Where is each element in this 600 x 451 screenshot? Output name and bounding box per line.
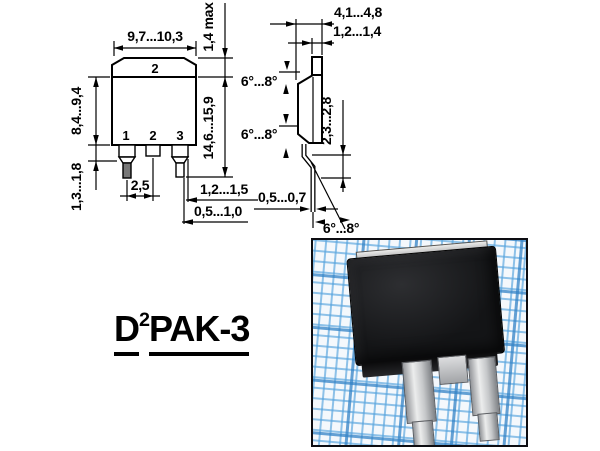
component-lead-left <box>401 359 437 425</box>
dim-shoulder-text: 1,3...1,8 <box>68 163 84 211</box>
dim-lead-tip-text: 0,5...1,0 <box>194 203 242 219</box>
component-lead-right <box>467 356 501 417</box>
front-leads <box>117 144 190 179</box>
front-tab-label: 2 <box>151 61 158 76</box>
dim-total-height: 1,4 max 14,6...15,9 <box>186 2 233 178</box>
component-lead-middle <box>437 354 469 386</box>
front-pin3-label: 3 <box>176 128 183 143</box>
dim-angle-bottom: 6°...8° <box>315 217 359 236</box>
front-pin1-label: 1 <box>122 128 129 143</box>
dim-angle-bottom-text: 6°...8° <box>323 220 359 236</box>
dim-lead-width-text: 1,2...1,5 <box>200 181 248 197</box>
front-pin2-label: 2 <box>149 128 156 143</box>
dim-angle-top-text: 6°...8° <box>241 73 277 89</box>
dim-angle-mid: 6°...8° <box>241 114 298 158</box>
component-photo <box>311 238 528 447</box>
dim-pitch: 2,5 <box>120 158 160 201</box>
dim-lead-thickness: 0,5...0,7 <box>254 189 338 212</box>
dim-standoff: 2,3...2,8 <box>312 97 351 192</box>
package-name-sup: 2 <box>139 309 150 331</box>
dim-angle-mid-text: 6°...8° <box>241 126 277 142</box>
dim-pitch-text: 2,5 <box>131 177 150 193</box>
dim-body-height: 8,4...9,4 1,3...1,8 <box>68 76 117 211</box>
dim-body-height-text: 8,4...9,4 <box>68 87 84 135</box>
front-view: 2 1 2 3 9,7...10,3 <box>68 2 258 225</box>
component <box>344 240 514 445</box>
dim-standoff-text: 2,3...2,8 <box>318 97 334 145</box>
dim-tab-thickness-text: 1,2...1,4 <box>333 23 381 39</box>
package-name-main: D <box>114 308 140 356</box>
dim-width-text: 9,7...10,3 <box>127 28 183 44</box>
component-lead-right-tip <box>477 412 500 442</box>
front-body-outline <box>111 76 197 146</box>
dim-angle-top: 6°...8° <box>241 61 300 94</box>
side-tab-outline <box>311 56 323 76</box>
dim-tab-height-text: 1,4 max <box>200 2 216 52</box>
dim-total-text: 14,6...15,9 <box>200 96 216 159</box>
package-name: D2PAK-3 <box>114 308 250 356</box>
dim-width: 9,7...10,3 <box>113 28 197 56</box>
package-name-rest: PAK-3 <box>149 308 250 356</box>
dim-depth-text: 4,1...4,8 <box>334 4 382 20</box>
side-view: 4,1...4,8 1,2...1,4 6°...8° <box>241 4 383 236</box>
component-body <box>346 245 506 367</box>
dim-depth: 4,1...4,8 <box>270 4 383 80</box>
dim-lead-thickness-text: 0,5...0,7 <box>258 189 306 205</box>
component-lead-left-tip <box>411 419 435 445</box>
dim-tab-thickness: 1,2...1,4 <box>288 23 382 54</box>
side-body-outline <box>297 74 323 144</box>
dim-lead-widths: 1,2...1,5 0,5...1,0 <box>182 159 258 225</box>
